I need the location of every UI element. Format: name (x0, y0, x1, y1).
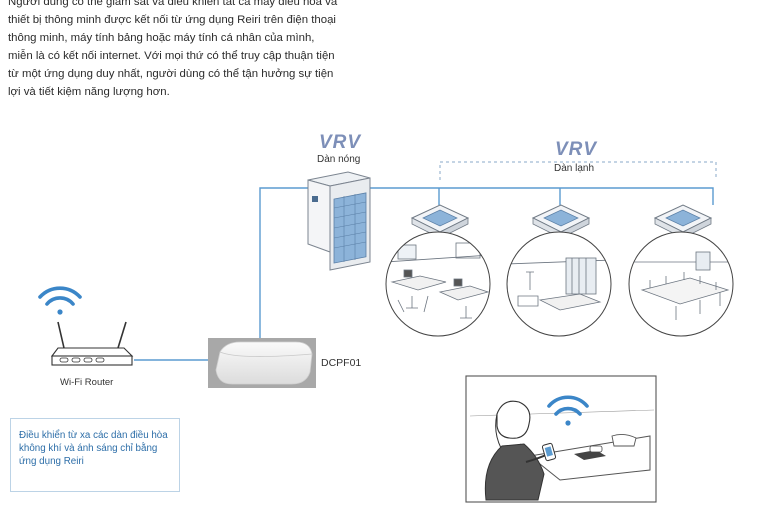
caption-line: không khí và ánh sáng chỉ bằng (19, 442, 171, 455)
room-lobby-illustration (506, 232, 612, 336)
controller-label: DCPF01 (321, 357, 361, 369)
room-meeting-illustration (628, 232, 734, 336)
wifi-router-illustration (52, 322, 132, 365)
outdoor-unit-label: Dàn nóng (317, 154, 360, 165)
outdoor-unit-illustration (308, 172, 370, 270)
dcpf01-controller-illustration (208, 338, 316, 388)
indoor-unit-label: Dàn lạnh (554, 163, 594, 174)
router-wifi-icon (40, 288, 80, 314)
indoor-vrv-logo: VRV (555, 139, 597, 160)
outdoor-vrv-logo: VRV (319, 132, 361, 153)
caption-line: ứng dụng Reiri (19, 455, 171, 468)
vrv-logo-text: VRV (319, 132, 361, 153)
room-office-illustration (385, 232, 491, 336)
person-phone-illustration (466, 376, 656, 502)
router-label: Wi-Fi Router (60, 377, 113, 388)
caption-line: Điều khiển từ xa các dàn điều hòa (19, 429, 171, 442)
remote-control-caption: Điều khiển từ xa các dàn điều hòa không … (10, 418, 180, 492)
vrv-logo-text: VRV (555, 139, 597, 160)
